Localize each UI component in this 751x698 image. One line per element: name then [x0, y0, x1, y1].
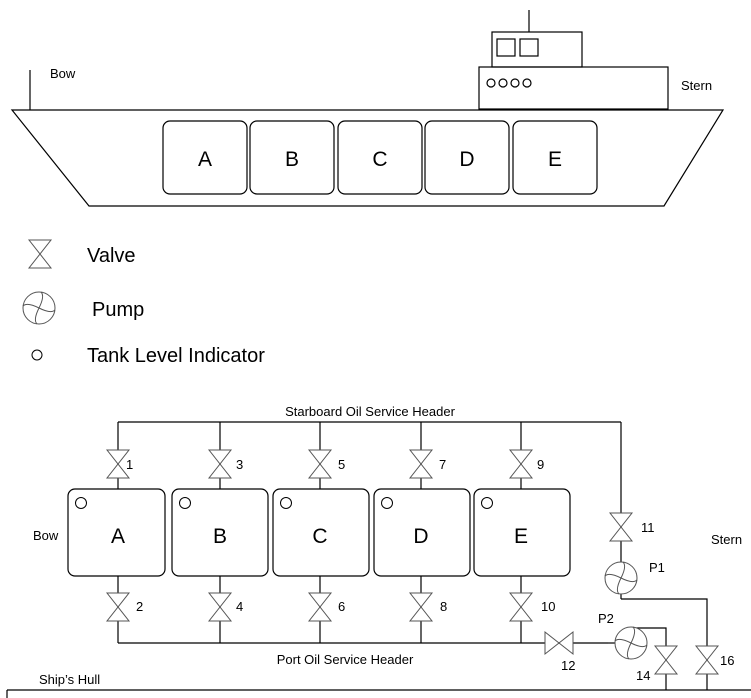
- legend-valve-icon: [27, 239, 53, 269]
- pump-p1-label: P1: [649, 560, 665, 575]
- tank-label: A: [198, 148, 212, 171]
- porthole: [498, 78, 508, 88]
- valve-1-label: 1: [126, 457, 133, 472]
- valve-4: [207, 592, 233, 622]
- valve-8-label: 8: [440, 599, 447, 614]
- legend: Valve Pump Tank Level Indicator: [22, 239, 265, 367]
- schematic-tank-label: E: [514, 525, 528, 548]
- tank-label: B: [285, 148, 299, 171]
- valve-9: [508, 449, 534, 479]
- valve-7: [408, 449, 434, 479]
- valve-16: [694, 645, 720, 675]
- valve-1: [105, 449, 131, 479]
- tank-level-indicator: [280, 497, 292, 509]
- ship-stern-label: Stern: [681, 78, 712, 93]
- schematic-tank-label: D: [413, 525, 428, 548]
- legend-pump-icon: [22, 291, 56, 325]
- valve-2-label: 2: [136, 599, 143, 614]
- valve-10-label: 10: [541, 599, 555, 614]
- porthole: [510, 78, 520, 88]
- valve-4-label: 4: [236, 599, 243, 614]
- deckhouse: [478, 66, 669, 110]
- wheelhouse-window-1: [496, 38, 516, 57]
- ship-bow-label: Bow: [50, 66, 76, 81]
- valve-16-label: 16: [720, 653, 734, 668]
- valve-5: [307, 449, 333, 479]
- ship-tank-b: B: [249, 120, 335, 195]
- pump-p2-label: P2: [598, 611, 614, 626]
- valve-8: [408, 592, 434, 622]
- valve-10: [508, 592, 534, 622]
- tank-body: [337, 120, 423, 195]
- tank-level-indicator: [481, 497, 493, 509]
- tank-level-indicator: [75, 497, 87, 509]
- schematic-tank-label: C: [312, 525, 327, 548]
- valve-6-label: 6: [338, 599, 345, 614]
- ship-tank-e: E: [512, 120, 598, 195]
- schematic-tank-label: A: [111, 525, 125, 548]
- wheelhouse-window-2: [519, 38, 539, 57]
- schematic-tank-body: [373, 488, 471, 577]
- ship-tank-d: D: [424, 120, 510, 195]
- valve-11-label: 11: [641, 520, 655, 535]
- wheelhouse: [491, 31, 583, 68]
- tank-label: D: [459, 148, 474, 171]
- schematic-bow-label: Bow: [33, 528, 59, 543]
- valve-2: [105, 592, 131, 622]
- portholes: [486, 78, 532, 88]
- tank-level-indicator: [179, 497, 191, 509]
- ship-tank-c: C: [337, 120, 423, 195]
- schematic-tank-label: B: [213, 525, 227, 548]
- legend-indicator-icon: [31, 349, 43, 361]
- tank-label: C: [372, 148, 387, 171]
- tank-branch-c: C 5 6: [272, 422, 370, 643]
- schematic-tank-body: [473, 488, 571, 577]
- porthole: [522, 78, 532, 88]
- tank-branch-b: B 3 4: [171, 422, 269, 643]
- legend-indicator-label: Tank Level Indicator: [87, 345, 265, 367]
- valve-11: [608, 512, 634, 542]
- legend-pump-label: Pump: [92, 299, 144, 321]
- pump-p2: [614, 626, 648, 660]
- valve-14-label: 14: [636, 668, 650, 683]
- tank-branch-e: E 9 10: [473, 422, 571, 643]
- tank-body: [512, 120, 598, 195]
- ship-tank-a: A: [162, 120, 248, 195]
- tank-body: [249, 120, 335, 195]
- valve-3-label: 3: [236, 457, 243, 472]
- starboard-header-label: Starboard Oil Service Header: [285, 404, 455, 419]
- valve-7-label: 7: [439, 457, 446, 472]
- tank-body: [162, 120, 248, 195]
- piping-schematic: Bow Stern Starboard Oil Service Header P…: [6, 404, 751, 698]
- schematic-tank-body: [67, 488, 166, 577]
- valve-5-label: 5: [338, 457, 345, 472]
- port-header-label: Port Oil Service Header: [277, 652, 414, 667]
- ship-side-view: Bow Stern A B C D E: [10, 10, 725, 207]
- porthole: [486, 78, 496, 88]
- schematic-tank-body: [272, 488, 370, 577]
- tank-body: [424, 120, 510, 195]
- valve-14: [653, 645, 679, 675]
- valve-12-label: 12: [561, 658, 575, 673]
- ship-hull: [10, 109, 725, 207]
- valve-3: [207, 449, 233, 479]
- schematic-tank-body: [171, 488, 269, 577]
- valve-12: [544, 630, 574, 656]
- tank-branch-d: D 7 8: [373, 422, 471, 643]
- tank-label: E: [548, 148, 562, 171]
- schematic-stern-label: Stern: [711, 532, 742, 547]
- tank-branch-a: A 1 2: [67, 422, 166, 643]
- pump-p1: [604, 561, 638, 595]
- hull-label: Ship’s Hull: [39, 672, 100, 687]
- valve-9-label: 9: [537, 457, 544, 472]
- legend-valve-label: Valve: [87, 245, 136, 267]
- valve-6: [307, 592, 333, 622]
- tank-level-indicator: [381, 497, 393, 509]
